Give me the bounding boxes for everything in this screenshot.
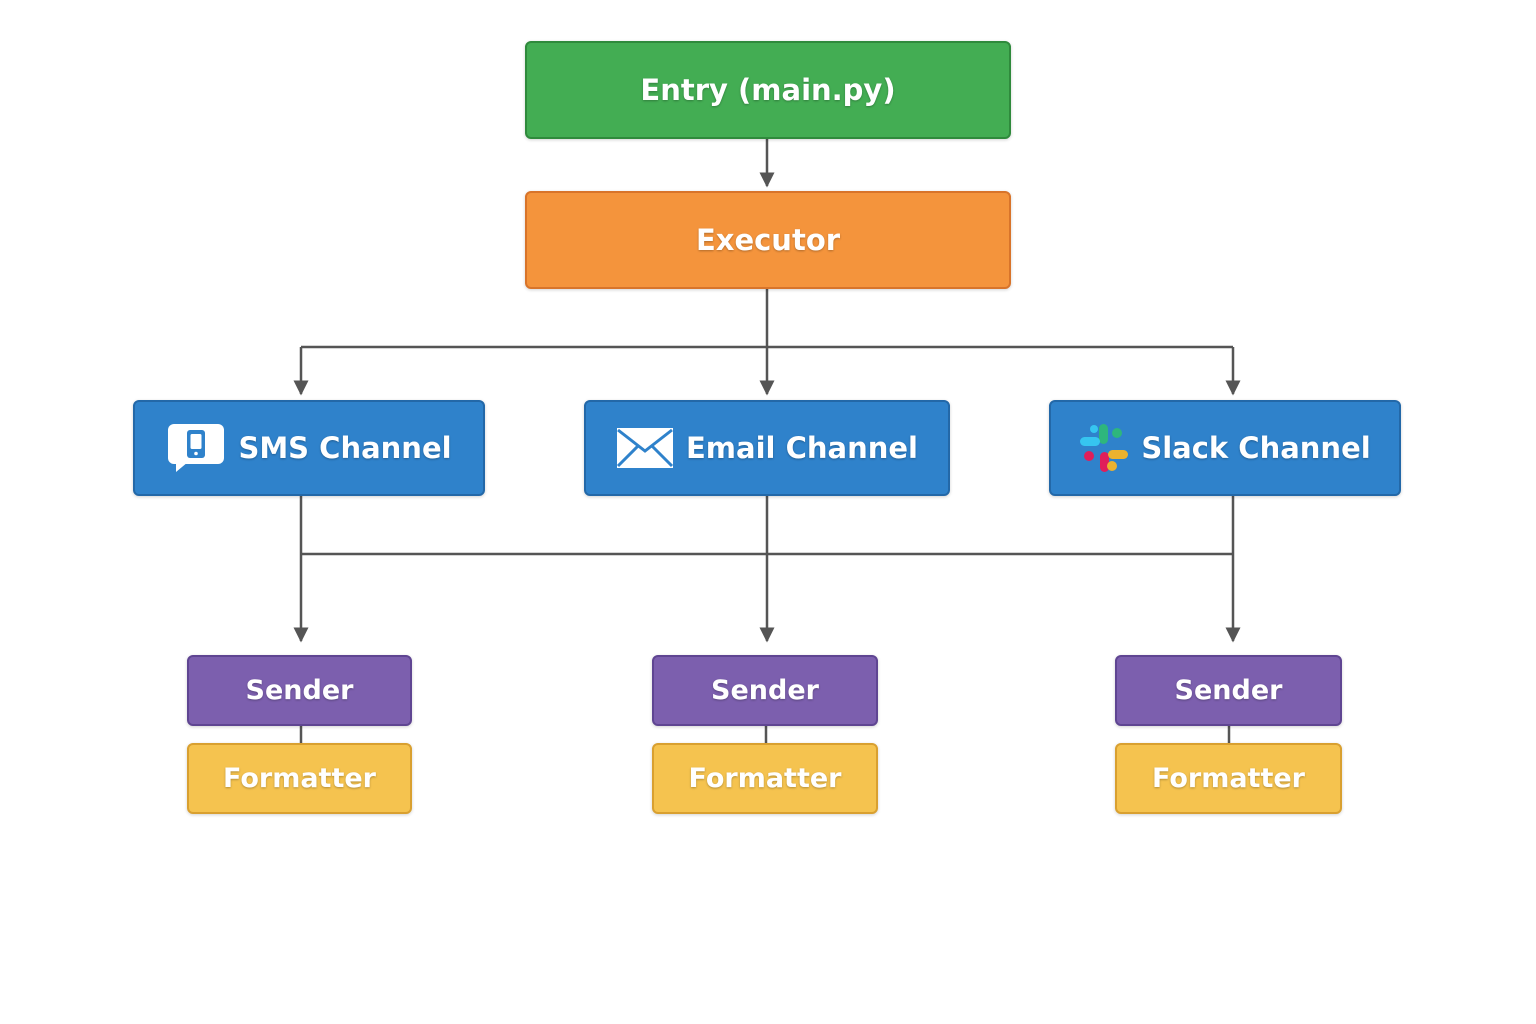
- formatter-node-sms: Formatter: [187, 743, 412, 814]
- sender-label: Sender: [245, 675, 354, 706]
- formatter-node-slack: Formatter: [1115, 743, 1342, 814]
- envelope-icon: [616, 427, 674, 469]
- entry-label: Entry (main.py): [640, 73, 896, 107]
- formatter-label: Formatter: [1151, 763, 1305, 794]
- sender-node-email: Sender: [652, 655, 878, 726]
- slack-logo-icon: [1079, 423, 1129, 473]
- email-channel-node: Email Channel: [584, 400, 950, 496]
- sender-label: Sender: [1174, 675, 1283, 706]
- executor-label: Executor: [695, 223, 841, 257]
- sender-node-slack: Sender: [1115, 655, 1342, 726]
- slack-channel-node: Slack Channel: [1049, 400, 1401, 496]
- sender-node-sms: Sender: [187, 655, 412, 726]
- slack-channel-label: Slack Channel: [1141, 431, 1371, 465]
- executor-node: Executor: [525, 191, 1011, 289]
- entry-node: Entry (main.py): [525, 41, 1011, 139]
- sender-label: Sender: [711, 675, 819, 706]
- sms-phone-icon: [166, 422, 226, 474]
- formatter-label: Formatter: [688, 763, 842, 794]
- sms-channel-node: SMS Channel: [133, 400, 485, 496]
- sms-channel-label: SMS Channel: [238, 431, 452, 465]
- email-channel-label: Email Channel: [686, 431, 918, 465]
- formatter-node-email: Formatter: [652, 743, 878, 814]
- formatter-label: Formatter: [222, 763, 376, 794]
